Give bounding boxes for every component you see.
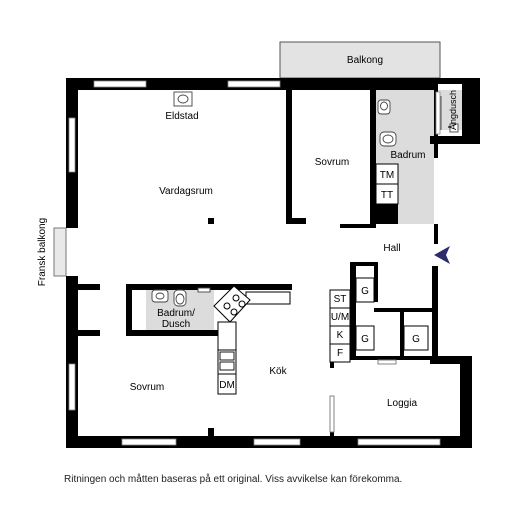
french-balcony-area	[53, 227, 67, 277]
label-badrum: Badrum	[390, 150, 425, 161]
label-fransk-balkong: Fransk balkong	[37, 218, 48, 286]
label-f: F	[337, 348, 343, 359]
balcony-area	[279, 41, 441, 79]
bathroom-fixtures	[377, 96, 459, 147]
steam-shower-floor	[438, 90, 464, 130]
bath-fixtures	[151, 287, 211, 307]
label-sovrum-bottom: Sovrum	[130, 382, 164, 393]
windows	[68, 80, 441, 446]
label-balkong: Balkong	[347, 55, 383, 66]
laundry-cabinets	[375, 163, 399, 205]
label-eldstad: Eldstad	[165, 111, 198, 122]
label-g-1: G	[361, 286, 369, 297]
label-kok: Kök	[269, 366, 287, 377]
label-badrum-dusch: Badrum/Dusch	[157, 308, 195, 330]
stove-burners	[223, 294, 246, 316]
label-angdusch: Ångdusch	[448, 90, 458, 130]
kitchen-counters	[213, 285, 291, 395]
label-g-2: G	[361, 334, 369, 345]
loggia-door	[329, 359, 397, 433]
disclaimer-text: Ritningen och måtten baseras på ett orig…	[64, 474, 403, 485]
label-g-3: G	[412, 334, 420, 345]
label-um: U/M	[331, 312, 349, 323]
label-vardagsrum: Vardagsrum	[159, 186, 213, 197]
label-dm: DM	[219, 380, 235, 391]
label-tm: TM	[380, 170, 394, 181]
label-k: K	[337, 330, 344, 341]
entrance-arrow-icon	[434, 246, 450, 264]
label-st: ST	[334, 294, 347, 305]
label-hall: Hall	[383, 243, 400, 254]
label-loggia: Loggia	[387, 398, 417, 409]
fireplace-symbol	[173, 91, 193, 107]
kitchen-sink	[219, 351, 235, 371]
label-tt: TT	[381, 190, 393, 201]
hall-cabinets	[329, 277, 429, 363]
label-sovrum-top: Sovrum	[315, 157, 349, 168]
